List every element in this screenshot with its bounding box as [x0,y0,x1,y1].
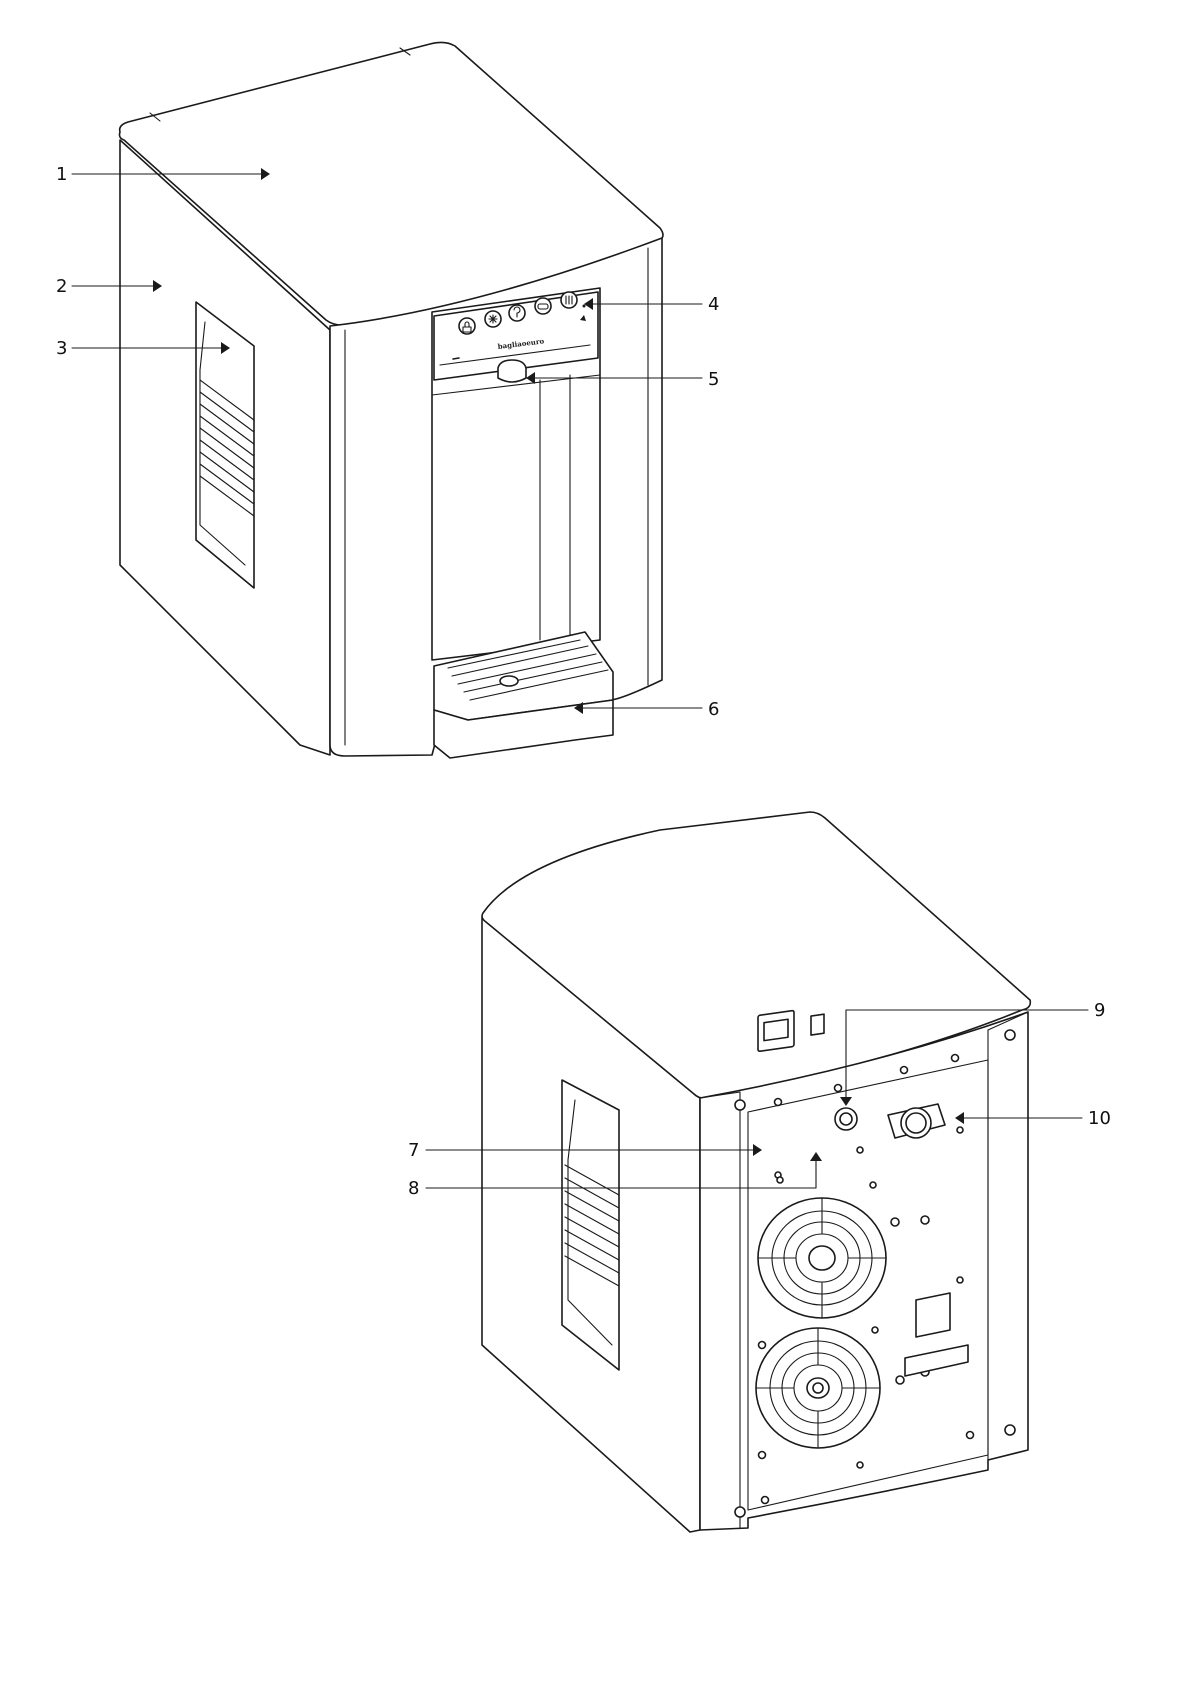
rear-fan-lower [756,1328,880,1448]
svg-text:2: 2 [56,276,67,297]
rear-view [482,812,1030,1532]
svg-text:1: 1 [56,164,67,185]
rear-fan-upper [758,1198,886,1318]
front-view: bagliaoeuro [120,42,664,758]
rear-side-vent-grille [562,1080,619,1370]
rating-label [916,1293,950,1337]
svg-text:5: 5 [708,369,719,390]
svg-text:8: 8 [408,1178,419,1199]
power-switch [811,1014,824,1035]
svg-text:7: 7 [408,1140,419,1161]
svg-text:3: 3 [56,338,67,359]
ambient-water-icon[interactable] [535,298,551,314]
svg-text:10: 10 [1088,1108,1111,1129]
water-inlet [835,1108,857,1130]
svg-text:9: 9 [1094,1000,1105,1021]
dispensing-nozzle [498,360,526,382]
svg-text:6: 6 [708,699,719,720]
power-socket [758,1010,794,1051]
svg-text:4: 4 [708,294,719,315]
